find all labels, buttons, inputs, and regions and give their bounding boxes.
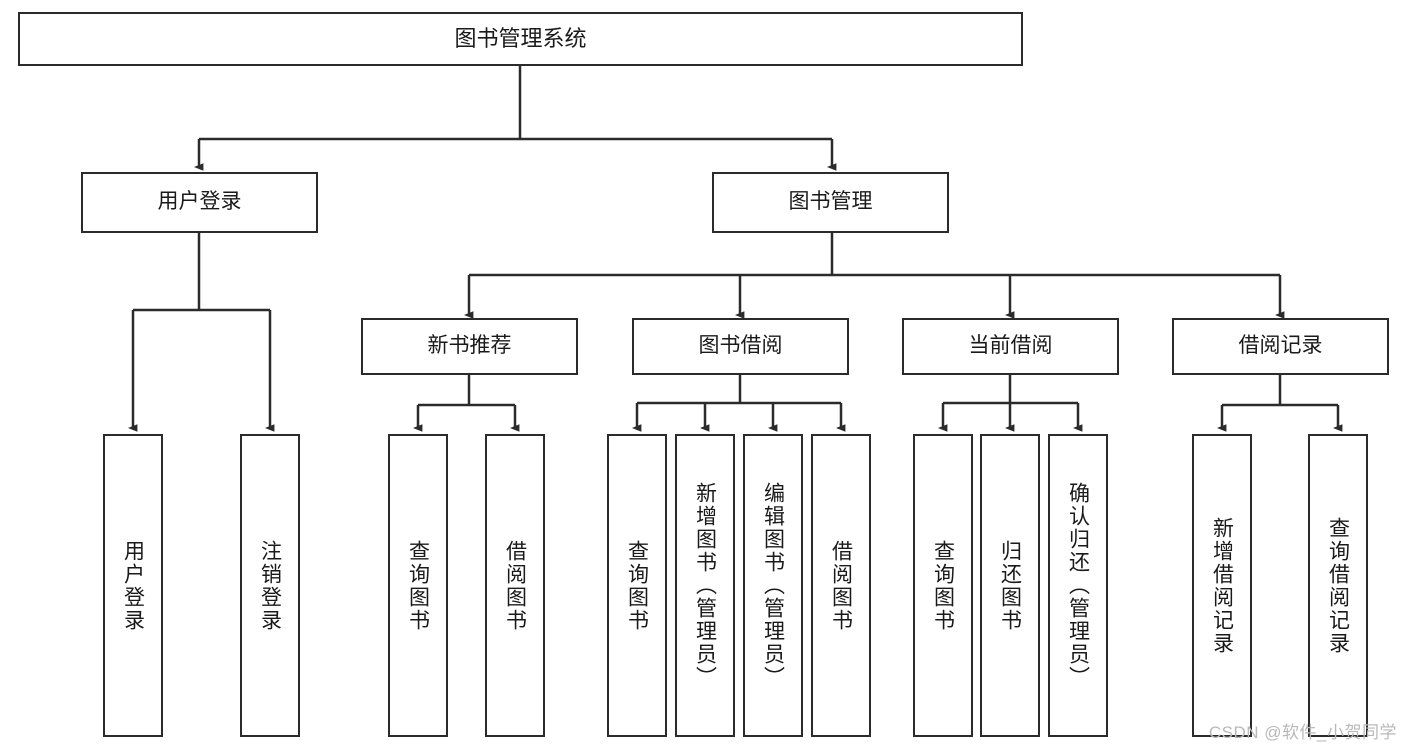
leaf-current-confirm-return-admin[interactable]: 确认归还（管理员） (1048, 434, 1108, 737)
leaf-recommend-borrow-book[interactable]: 借阅图书 (485, 434, 545, 737)
leaf-recommend-query-book[interactable]: 查询图书 (388, 434, 448, 737)
node-label: 编辑图书（管理员） (761, 482, 785, 689)
node-user-login[interactable]: 用户登录 (81, 172, 318, 233)
node-label: 新增借阅记录 (1210, 516, 1234, 655)
node-label: 查询图书 (625, 539, 649, 632)
leaf-record-add-record[interactable]: 新增借阅记录 (1192, 434, 1252, 737)
leaf-user-logout[interactable]: 注销登录 (240, 434, 300, 737)
node-label: 图书管理系统 (454, 26, 587, 52)
node-label: 查询借阅记录 (1326, 516, 1350, 655)
leaf-borrow-edit-book-admin[interactable]: 编辑图书（管理员） (743, 434, 803, 737)
node-label: 确认归还（管理员） (1066, 482, 1090, 689)
node-new-book-recommend[interactable]: 新书推荐 (361, 318, 578, 375)
node-label: 图书管理 (788, 190, 873, 214)
node-label: 借阅图书 (503, 539, 527, 632)
node-label: 图书借阅 (698, 334, 783, 358)
node-label: 用户登录 (121, 539, 145, 632)
leaf-borrow-borrow-book[interactable]: 借阅图书 (811, 434, 871, 737)
node-root-system[interactable]: 图书管理系统 (18, 12, 1023, 66)
node-book-management[interactable]: 图书管理 (712, 172, 949, 233)
leaf-current-query-book[interactable]: 查询图书 (913, 434, 973, 737)
node-label: 当前借阅 (968, 334, 1053, 358)
node-label: 用户登录 (157, 190, 242, 214)
node-label: 查询图书 (931, 539, 955, 632)
leaf-user-login[interactable]: 用户登录 (103, 434, 163, 737)
node-label: 借阅图书 (829, 539, 853, 632)
leaf-current-return-book[interactable]: 归还图书 (980, 434, 1040, 737)
leaf-borrow-add-book-admin[interactable]: 新增图书（管理员） (675, 434, 735, 737)
node-label: 借阅记录 (1238, 334, 1323, 358)
node-label: 注销登录 (258, 539, 282, 632)
node-current-borrow[interactable]: 当前借阅 (902, 318, 1119, 375)
node-label: 归还图书 (998, 539, 1022, 632)
node-label: 查询图书 (406, 539, 430, 632)
node-borrow-record[interactable]: 借阅记录 (1172, 318, 1389, 375)
leaf-record-query-record[interactable]: 查询借阅记录 (1308, 434, 1368, 737)
node-label: 新书推荐 (427, 334, 512, 358)
node-label: 新增图书（管理员） (693, 482, 717, 689)
node-book-borrow[interactable]: 图书借阅 (632, 318, 849, 375)
leaf-borrow-query-book[interactable]: 查询图书 (607, 434, 667, 737)
